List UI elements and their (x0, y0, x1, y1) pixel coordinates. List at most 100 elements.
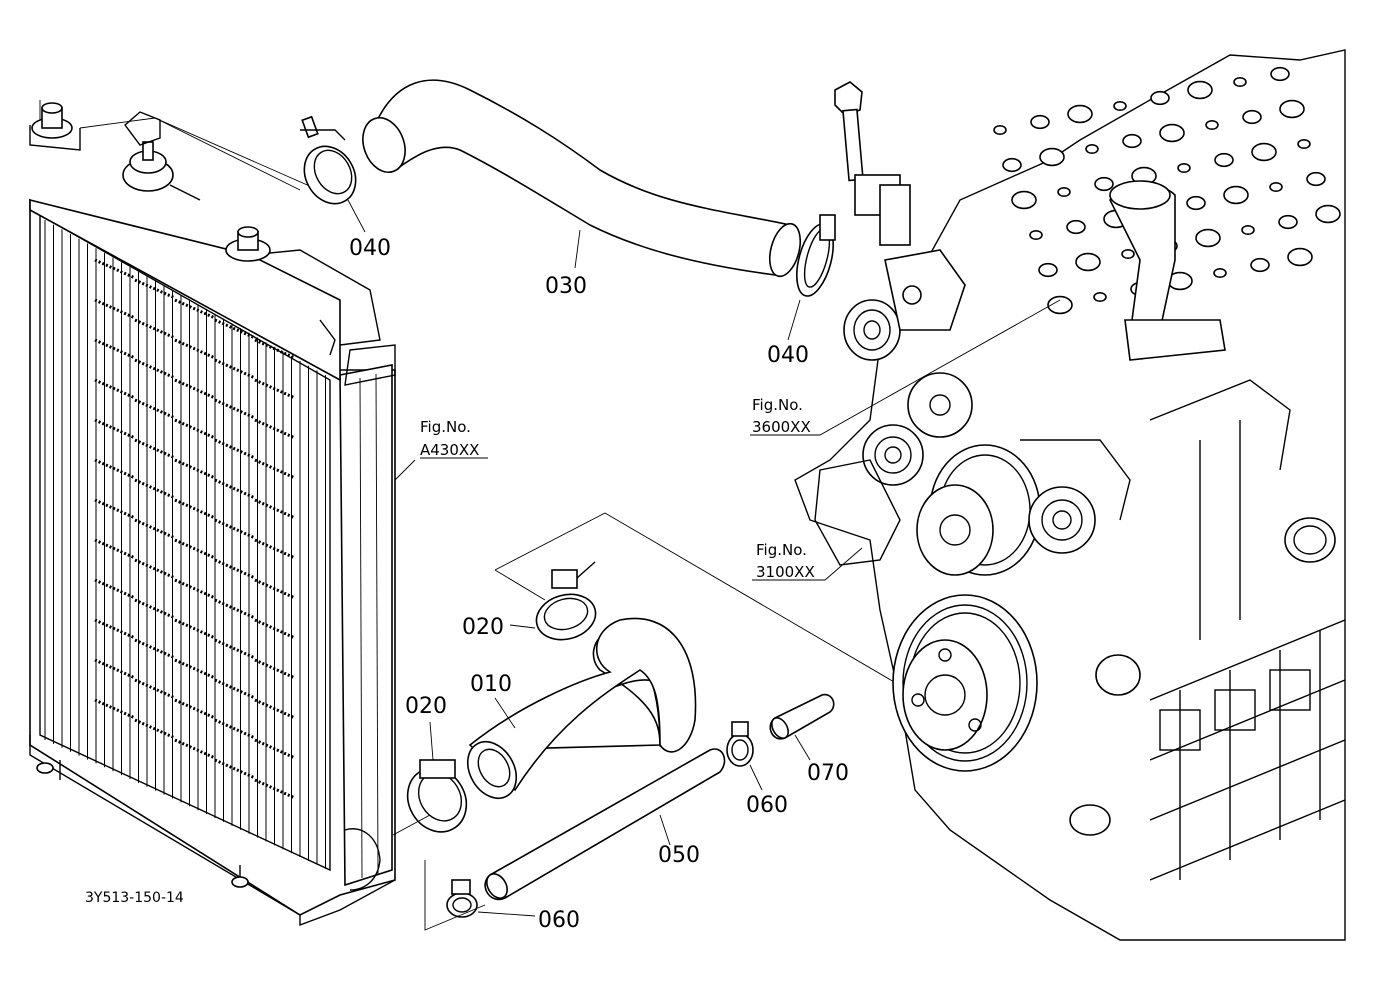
engine-port (1075, 252, 1101, 272)
radiator-fin-hatch (174, 298, 216, 320)
radiator-fin-hatch (134, 678, 176, 700)
radiator-fin-hatch (174, 378, 216, 400)
radiator-fin-hatch (254, 738, 296, 760)
radiator-fin-hatch (174, 418, 216, 440)
radiator-fin-hatch (254, 338, 296, 360)
engine-port (993, 125, 1007, 136)
part-label-050[interactable]: 050 (658, 843, 700, 868)
radiator-fin-hatch (174, 498, 216, 520)
radiator-fin-hatch (94, 418, 136, 440)
radiator-fin-hatch (254, 378, 296, 400)
radiator-fin-hatch (94, 658, 136, 680)
part-label-020[interactable]: 020 (462, 615, 504, 640)
leader-line (394, 459, 416, 481)
radiator-fin-hatch (94, 258, 136, 280)
engine-port (1030, 114, 1050, 130)
engine-port (1279, 99, 1305, 119)
engine-port (1002, 157, 1022, 173)
engine-port (1213, 267, 1227, 278)
pipe-070 (769, 693, 835, 761)
radiator-fin-hatch (214, 398, 256, 420)
leader-line (79, 117, 301, 191)
radiator-fin-hatch (254, 778, 296, 800)
fig-ref-a430xx[interactable]: A430XX (420, 441, 479, 459)
part-label-070[interactable]: 070 (807, 761, 849, 786)
radiator-fin-hatch (94, 298, 136, 320)
leader-line (752, 547, 863, 581)
radiator-fin-hatch (214, 478, 256, 500)
upper-hose (362, 79, 802, 278)
radiator-fin-hatch (174, 658, 216, 680)
radiator-fin-hatch (134, 278, 176, 300)
radiator-fin-hatch (174, 618, 216, 640)
radiator-fin-hatch (94, 338, 136, 360)
hose-clamp-040-upper (300, 115, 366, 233)
engine-port (1066, 219, 1086, 235)
engine-port (1093, 291, 1107, 302)
engine-port (1250, 257, 1270, 273)
fig-ref-3100xx[interactable]: 3100XX (756, 563, 815, 581)
radiator-fin-hatch (134, 398, 176, 420)
radiator-fin-hatch (254, 458, 296, 480)
part-label-040[interactable]: 040 (349, 236, 391, 261)
hose-clamp-020-lower (406, 721, 468, 833)
engine-port (1214, 152, 1234, 168)
radiator-fin-hatch (214, 518, 256, 540)
part-label-060[interactable]: 060 (538, 908, 580, 933)
part-label-010[interactable]: 010 (470, 672, 512, 697)
leader-line (424, 860, 486, 931)
engine-port (1186, 195, 1206, 211)
engine-port (1205, 120, 1219, 131)
engine-port (1187, 80, 1213, 100)
engine-port (1011, 190, 1037, 210)
radiator-fin-hatch (254, 498, 296, 520)
fig-ref-3600xx[interactable]: 3600XX (752, 418, 811, 436)
radiator-fin-hatch (214, 318, 256, 340)
part-label-060[interactable]: 060 (746, 793, 788, 818)
radiator-fin-hatch (94, 498, 136, 520)
engine-port (1047, 295, 1073, 315)
hose-clamp-040-lower (787, 214, 836, 341)
leader-line (494, 569, 546, 601)
radiator-fin-hatch (214, 638, 256, 660)
radiator-fin-hatch (254, 578, 296, 600)
drawing-code: 3Y513-150-14 (85, 890, 184, 906)
radiator-fin-hatch (174, 338, 216, 360)
radiator-fin-hatch (214, 758, 256, 780)
radiator-fin-hatch (134, 518, 176, 540)
radiator-fin-hatch (254, 418, 296, 440)
radiator-fin-hatch (174, 738, 216, 760)
radiator-fin-hatch (214, 358, 256, 380)
engine-port (1085, 144, 1099, 155)
engine-port (1242, 109, 1262, 125)
engine-port (1195, 228, 1221, 248)
figure-references: Fig.No. A430XX Fig.No. 3600XX Fig.No. 31… (420, 396, 815, 581)
leader-line (154, 117, 331, 196)
radiator-fin-hatch (134, 478, 176, 500)
leader-line (392, 814, 431, 836)
engine-port (1278, 214, 1298, 230)
engine-port (1270, 66, 1290, 82)
fig-ref-prefix: Fig.No. (756, 541, 807, 559)
part-label-040[interactable]: 040 (767, 343, 809, 368)
engine-port (1233, 77, 1247, 88)
fig-ref-prefix: Fig.No. (420, 418, 471, 436)
part-label-030[interactable]: 030 (545, 274, 587, 299)
engine-port (1315, 204, 1341, 224)
radiator-core-fins (44, 220, 326, 869)
radiator-fin-hatch (214, 598, 256, 620)
radiator-fin-hatch (94, 458, 136, 480)
radiator-fin-hatch (214, 678, 256, 700)
part-labels: 040 030 040 020 010 020 060 070 050 060 (349, 236, 849, 933)
engine-port (1241, 225, 1255, 236)
engine-port (1150, 90, 1170, 106)
radiator-fin-hatch (94, 578, 136, 600)
radiator-fin-hatch (174, 538, 216, 560)
engine-port (1177, 163, 1191, 174)
hose-clip-060-upper (726, 721, 763, 791)
radiator-fin-hatch (134, 358, 176, 380)
engine-port (1269, 182, 1283, 193)
part-label-020[interactable]: 020 (405, 694, 447, 719)
radiator-fin-hatch (134, 318, 176, 340)
engine-port (1122, 133, 1142, 149)
